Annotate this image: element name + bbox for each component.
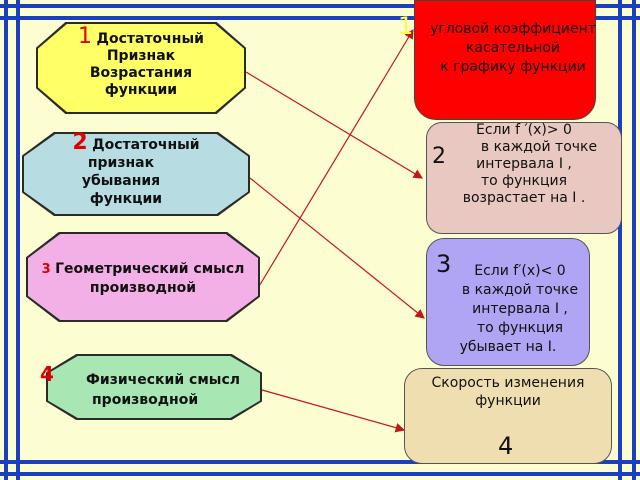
left-box-1-number: 1 — [78, 24, 93, 49]
arrow-2-to-3 — [249, 177, 425, 319]
right-box-1-number: 1 — [398, 12, 414, 40]
right-box-4-line1: Скорость изменения — [431, 375, 585, 391]
right-box-2-number: 2 — [432, 144, 446, 169]
right-box-2-line3: то функция — [480, 173, 568, 189]
right-box-4 — [404, 368, 612, 464]
left-box-2-line4: функции — [89, 191, 163, 207]
left-box-1-line2: Признак — [106, 48, 176, 64]
left-box-1-line3: Возрастания — [89, 65, 193, 81]
right-box-2-condition: Если f ′(x)> 0 — [476, 122, 572, 138]
left-box-1-line1: Достаточный — [96, 31, 204, 47]
left-box-1: 1 Достаточный Признак Возрастания функци… — [36, 22, 246, 114]
left-box-3-number: 3 — [41, 262, 51, 277]
left-box-2-line3: убывания — [81, 173, 161, 189]
right-box-1-line1: угловой коэффициент — [430, 21, 596, 37]
right-box-3-line2: интервала I , — [472, 301, 568, 317]
right-box-3-number: 3 — [436, 250, 452, 278]
right-box-3-condition: Если f′(x)< 0 — [474, 263, 566, 279]
right-box-2 — [426, 122, 622, 234]
left-box-4: Физический смысл производной — [46, 354, 262, 420]
left-box-4-line1: Физический смысл — [86, 372, 240, 388]
arrow-3-to-1 — [257, 28, 414, 289]
left-box-3-line1: Геометрический смысл — [55, 261, 245, 277]
right-box-4-number: 4 — [498, 432, 514, 460]
left-box-4-line2: производной — [92, 392, 199, 408]
right-box-1-line2: касательной — [465, 40, 561, 56]
left-box-1-line4: функции — [104, 82, 178, 98]
right-box-2-line4: возрастает на I . — [462, 190, 586, 206]
right-box-2-line1: в каждой точке — [480, 139, 598, 155]
right-box-2-line2: интервала I , — [476, 156, 572, 172]
right-box-3-line1: в каждой точке — [461, 282, 579, 298]
right-box-3-line4: убывает на I. — [459, 339, 557, 355]
left-box-4-number: 4 — [40, 362, 54, 386]
right-box-3 — [426, 238, 590, 366]
left-box-2: 2 Достаточный признак убывания функции — [22, 132, 250, 216]
arrow-4-to-4 — [261, 389, 406, 433]
left-box-3-line2: производной — [89, 280, 197, 296]
right-box-1-line3: к графику функции — [440, 59, 586, 75]
right-box-1 — [414, 0, 596, 120]
left-box-2-line2: признак — [87, 155, 155, 171]
left-box-2-line1: Достаточный — [92, 137, 200, 153]
right-box-3-line3: то функция — [476, 320, 564, 336]
right-box-4-line2: функции — [475, 393, 541, 409]
left-box-2-number: 2 — [72, 130, 88, 155]
arrow-1-to-2 — [245, 71, 424, 179]
left-box-3: 3 Геометрический смысл производной — [26, 232, 260, 322]
